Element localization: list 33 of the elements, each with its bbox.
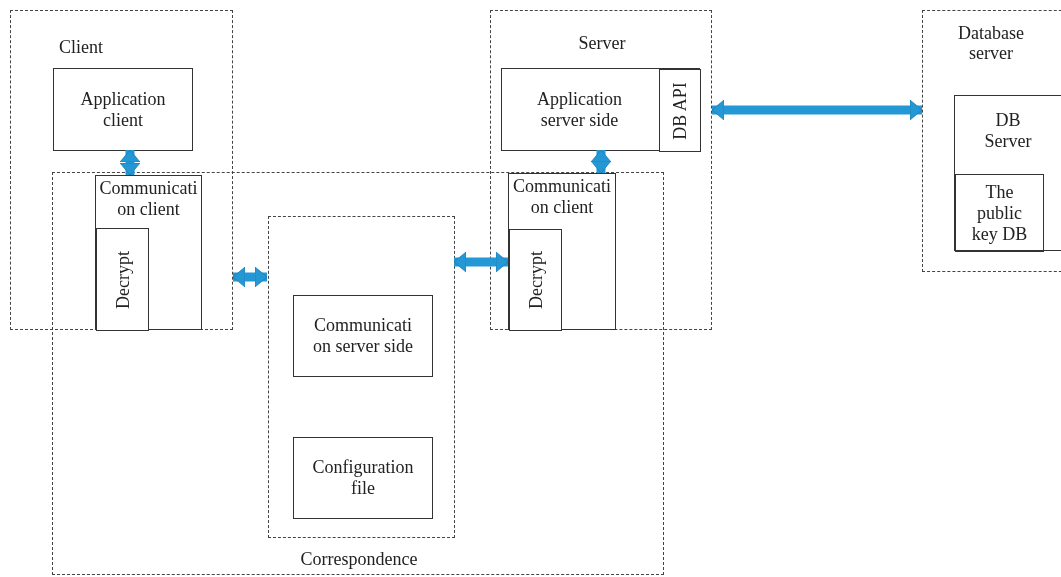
box-label: DB Server [983,109,1033,153]
double-arrow [232,266,268,288]
file-box [293,437,433,519]
double-arrow [453,251,509,273]
region-label: Client [58,37,104,57]
box-label: The public key DB [970,180,1029,246]
application-box [53,68,193,151]
box-label: DB API [670,81,690,140]
box-label: Communication client [512,175,612,219]
double-arrow [119,149,141,176]
box-label: Communication server side [312,314,414,358]
box-label: Application client [79,87,167,132]
region-label: Server [577,33,627,53]
database-region [922,10,1061,272]
key-store-box [955,174,1044,252]
module-box [95,175,202,330]
double-arrow [711,99,923,121]
api-box [659,69,701,152]
application-box [501,68,700,151]
box-label: Communication client [98,177,199,221]
decrypt-box [96,228,149,331]
box-label: Configuration file [311,456,415,500]
region-label: Database server [957,23,1025,63]
double-arrow [590,149,612,174]
module-box [293,295,433,377]
box-label: Decrypt [112,250,133,309]
database-box [954,95,1061,251]
box-label: Decrypt [525,251,546,309]
box-label: Application server side [536,87,623,132]
module-box [508,173,616,330]
decrypt-box [509,229,562,331]
region-label: Correspondence [299,549,419,569]
server-group-region [268,216,455,538]
